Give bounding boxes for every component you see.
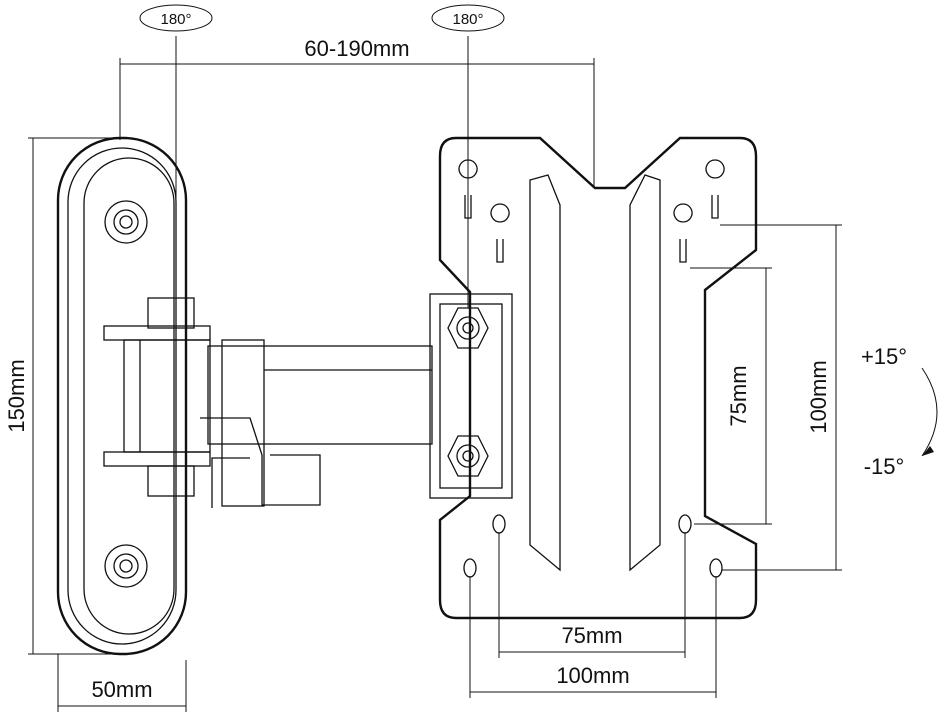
bottom-screw-hole xyxy=(104,544,148,588)
vesa-inner-horizontal-label: 75mm xyxy=(561,623,622,648)
wall-plate xyxy=(56,136,188,656)
arm-extension-label: 60-190mm xyxy=(304,36,409,61)
vesa-outer-horizontal-label: 100mm xyxy=(556,663,629,688)
lower-bolt xyxy=(447,435,489,477)
plate-width-label: 50mm xyxy=(91,677,152,702)
left-swivel-label: 180° xyxy=(160,11,191,28)
swing-arm xyxy=(200,339,433,508)
vesa-plate xyxy=(438,136,758,620)
tilt-down-label: -15° xyxy=(864,454,905,479)
right-swivel-indicator xyxy=(431,4,505,32)
plate-height-label: 150mm xyxy=(4,359,29,432)
top-screw-hole xyxy=(104,200,148,244)
tilt-up-label: +15° xyxy=(861,344,907,369)
upper-bolt xyxy=(447,307,489,349)
keyhole-slots xyxy=(458,159,725,263)
left-swivel-indicator xyxy=(139,4,213,32)
right-swivel-label: 180° xyxy=(452,11,483,28)
vesa-holes xyxy=(463,514,723,578)
vesa-outer-vertical-label: 100mm xyxy=(806,360,831,433)
tilt-arc-icon xyxy=(921,367,938,457)
vesa-inner-vertical-label: 75mm xyxy=(726,365,751,426)
dimension-lines xyxy=(28,36,842,712)
wall-hinge xyxy=(103,297,211,497)
